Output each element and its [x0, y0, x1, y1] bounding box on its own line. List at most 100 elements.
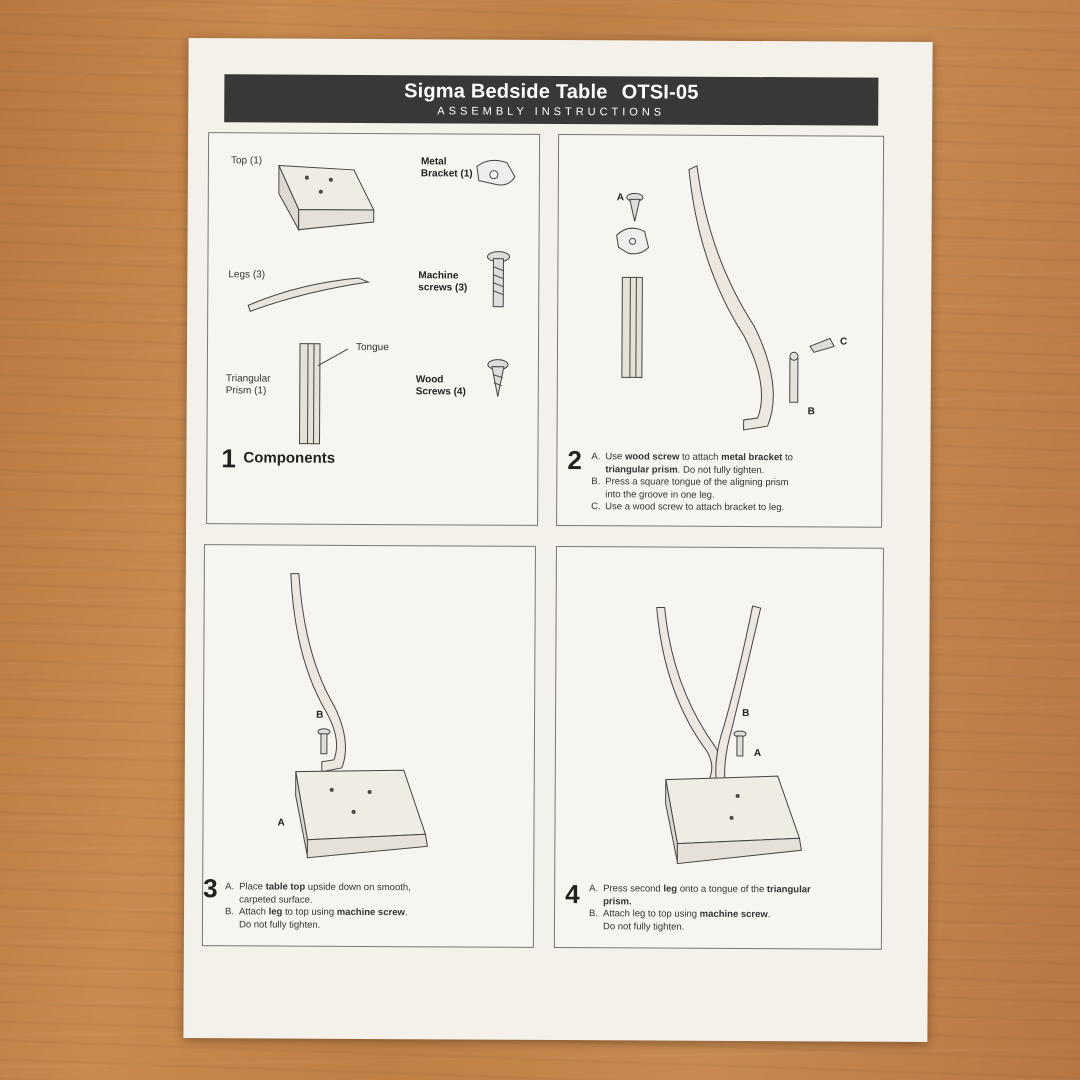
step-3-instructions: A. Place table top upside down on smooth… [225, 881, 525, 933]
label-b: B [808, 406, 815, 418]
part-label-metal-line1: Metal [420, 156, 447, 168]
text-run: to top using [282, 906, 337, 918]
instruction-3a: A. Place table top upside down on smooth… [225, 881, 525, 908]
text-run: to attach [679, 451, 722, 463]
step-3-panel: B A 3 A. Place table top upside down on … [201, 544, 536, 948]
page-subtitle: ASSEMBLY INSTRUCTIONS [437, 105, 666, 119]
bold-run: leg [663, 883, 678, 895]
instruction-4b: B. Attach leg to top using machine screw… [589, 908, 874, 934]
label-a: A [617, 192, 624, 204]
label-b-text: B [316, 709, 324, 721]
part-label-legs: Legs (3) [228, 269, 266, 281]
label-a: A [754, 748, 761, 760]
prism-b-illustration [789, 351, 799, 403]
text-run: Press second [603, 883, 664, 895]
step-3-number: 3 [203, 873, 218, 904]
leg-illustration [290, 573, 346, 773]
text-run: Use [605, 451, 626, 463]
part-label-screws: screws (3) [418, 282, 467, 294]
step-3-diagram [290, 573, 428, 859]
text-run: Press a square tongue of the aligning pr… [605, 476, 789, 489]
part-label-prism: Prism (1) [225, 385, 267, 397]
step-4-panel: B A 4 A. Press second leg onto a tongue … [553, 545, 884, 950]
part-label-screws-line2: screws (3) [418, 282, 468, 294]
bold-run: leg [268, 906, 283, 918]
bold-run: wood screw [624, 451, 680, 463]
step-2-instructions: A. Use wood screw to attach metal bracke… [591, 451, 876, 515]
instruction-key: B. [225, 906, 235, 918]
label-b-text: B [807, 406, 815, 418]
bold-run: machine screw [336, 906, 405, 919]
label-b-text: B [742, 707, 750, 720]
text-run: . Do not fully tighten. [677, 464, 765, 476]
part-label-tongue: Tongue [355, 341, 389, 354]
wood-screw-illustration [487, 359, 509, 397]
step-1-title: Components [243, 449, 336, 467]
step-4-instructions: A. Press second leg onto a tongue of the… [589, 883, 874, 934]
part-label-top: Top (1) [230, 155, 263, 167]
instruction-text: Place table top upside down on smooth,ca… [239, 881, 411, 907]
product-name: Sigma Bedside Table [404, 80, 608, 104]
table-top-illustration [278, 164, 375, 232]
step-1-panel: Top (1) Metal Bracket (1) Legs (3) Machi… [206, 132, 541, 526]
text-run: . [404, 907, 408, 919]
bold-run: table top [265, 881, 306, 893]
bold-run: prism. [603, 895, 632, 907]
triangular-prism-illustration [621, 276, 643, 378]
text-run: Attach [239, 906, 269, 918]
instruction-text: Press a square tongue of the aligning pr… [605, 476, 788, 502]
step-2-diagram [616, 164, 835, 431]
page-title: Sigma Bedside Table OTSI-05 [224, 79, 878, 105]
label-a: A [277, 818, 284, 830]
part-label-machine-line1: Machine [418, 270, 459, 282]
machine-screw-illustration [486, 251, 510, 308]
instruction-key: B. [589, 908, 599, 920]
part-label-triangular: Triangular [225, 373, 271, 385]
text-run: Do not fully tighten. [602, 920, 685, 933]
leg-illustration [688, 164, 774, 431]
wood-screw-a-illustration [626, 192, 644, 222]
instruction-4a: A. Press second leg onto a tongue of the… [589, 883, 874, 909]
step-1-number: 1 [221, 443, 236, 474]
step-2-number: 2 [567, 445, 582, 476]
instruction-3b: B. Attach leg to top using machine screw… [225, 906, 525, 933]
instruction-2c: C. Use a wood screw to attach bracket to… [591, 501, 876, 515]
text-run: upside down on smooth, [305, 881, 411, 894]
label-a-text: A [277, 817, 285, 829]
label-a-text: A [616, 192, 625, 204]
metal-bracket-illustration [476, 159, 516, 186]
instruction-key: A. [589, 883, 599, 895]
wood-screw-c-illustration [809, 337, 835, 353]
text-run: onto a tongue of the [677, 883, 767, 896]
metal-bracket-illustration [616, 227, 650, 255]
instruction-key: A. [591, 451, 601, 463]
instruction-key: C. [591, 501, 601, 513]
instruction-key: B. [591, 476, 601, 488]
instruction-text: Use a wood screw to attach bracket to le… [605, 501, 785, 514]
instruction-sheet: Sigma Bedside Table OTSI-05 ASSEMBLY INST… [183, 38, 933, 1042]
instruction-text: Attach leg to top using machine screw. Do… [603, 908, 771, 934]
label-b: B [742, 708, 749, 720]
model-number: OTSI-05 [621, 81, 699, 104]
bold-run: triangular [766, 884, 811, 896]
components-diagram [247, 159, 516, 445]
table-top-illustration [295, 769, 428, 859]
part-label-bracket: Bracket (1) [421, 168, 473, 180]
leg-right-illustration [715, 605, 762, 791]
text-run: Place [239, 881, 266, 893]
table-top-illustration [665, 775, 802, 865]
text-run: Attach leg to top using [603, 908, 700, 920]
text-run: . [767, 909, 771, 921]
instruction-text: Attach leg to top using machine screw.Do… [239, 906, 408, 932]
part-label-bracket-line2: Bracket (1) [420, 168, 473, 180]
part-label-wood-line2: Screws (4) [415, 386, 466, 398]
instruction-text: Press second leg onto a tongue of the tr… [603, 883, 811, 909]
part-label-metal: Metal [421, 156, 447, 168]
label-c-text: C [840, 336, 848, 348]
bold-run: machine screw [699, 908, 768, 921]
machine-screw-illustration [733, 730, 747, 757]
step-2-panel: A B C 2 A. Use wood screw to attach meta… [556, 133, 885, 528]
part-label-wood-screws: Screws (4) [416, 386, 466, 398]
label-b: B [316, 710, 323, 722]
machine-screw-illustration [317, 728, 331, 755]
